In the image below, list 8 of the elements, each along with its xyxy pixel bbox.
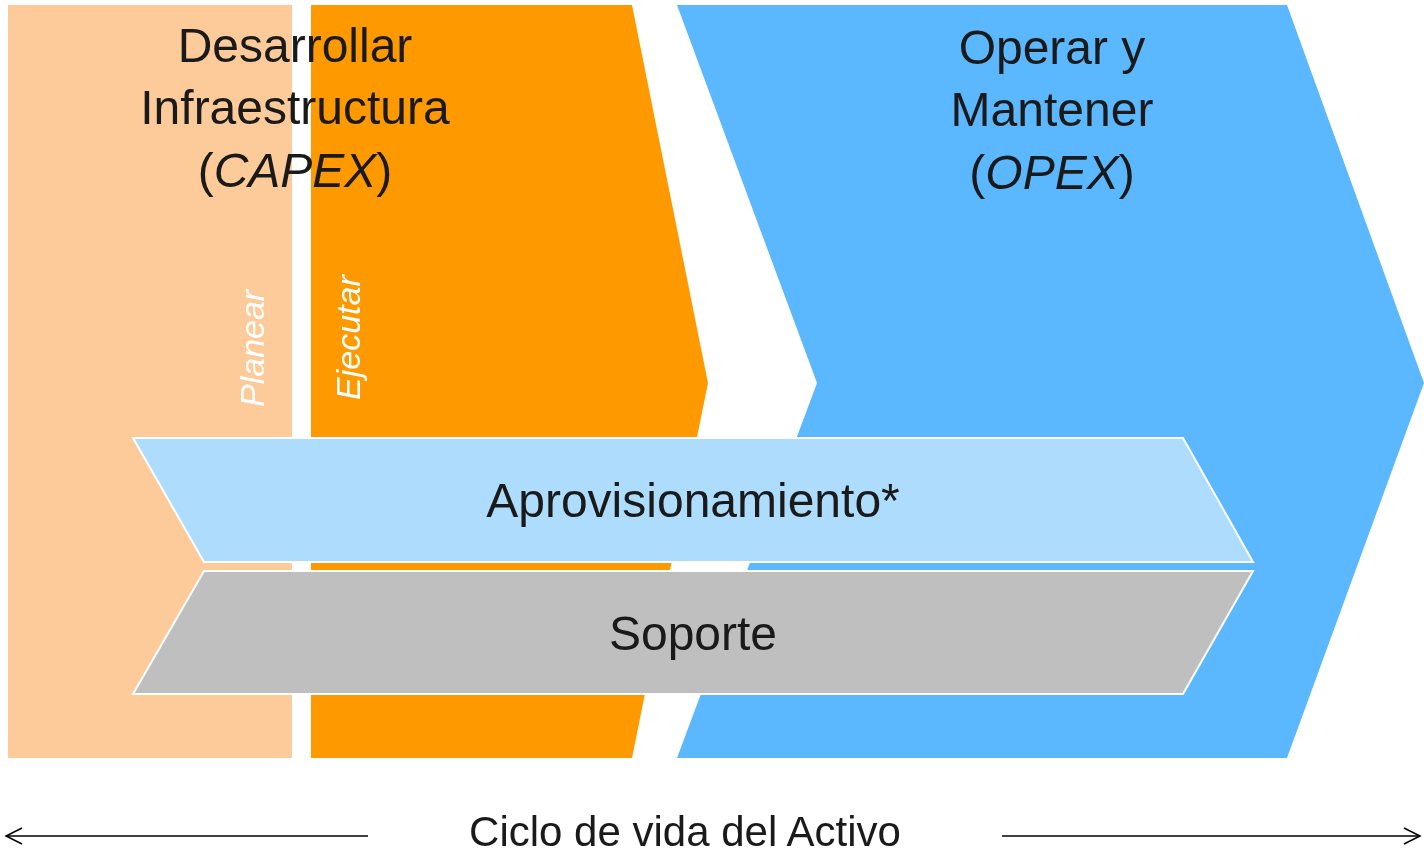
- phase-title: Operar y Mantener (OPEX): [949, 20, 1155, 201]
- process-band: [133, 571, 1253, 694]
- phase-label: Planear: [233, 290, 272, 410]
- axis-label: Ciclo de vida del Activo: [468, 808, 902, 857]
- band-label: Soporte: [607, 606, 779, 662]
- process-band: [133, 438, 1253, 562]
- band-label: Aprovisionamiento*: [485, 473, 901, 529]
- phase-label: Ejecutar: [329, 275, 368, 402]
